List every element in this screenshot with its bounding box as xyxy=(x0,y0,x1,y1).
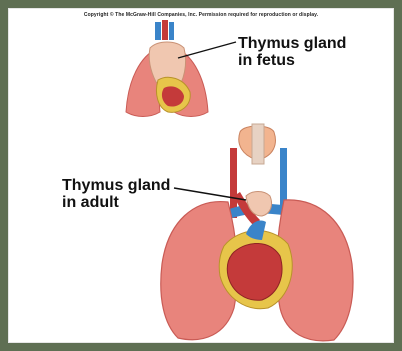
label-adult-line2: in adult xyxy=(62,195,170,212)
adult-thorax xyxy=(161,124,353,341)
adult-trachea xyxy=(252,124,264,164)
fetus-vein xyxy=(155,22,161,40)
label-thymus-adult: Thymus gland in adult xyxy=(62,178,170,212)
fetus-thorax xyxy=(126,20,236,117)
label-adult-line1: Thymus gland xyxy=(62,178,170,195)
figure-panel: Copyright © The McGraw-Hill Companies, I… xyxy=(8,8,394,343)
label-fetus-line2: in fetus xyxy=(238,53,346,70)
fetus-leader-line xyxy=(178,42,236,58)
fetus-vein-right xyxy=(169,22,174,40)
label-thymus-fetus: Thymus gland in fetus xyxy=(238,36,346,70)
label-fetus-line1: Thymus gland xyxy=(238,36,346,53)
fetus-artery xyxy=(162,20,168,40)
